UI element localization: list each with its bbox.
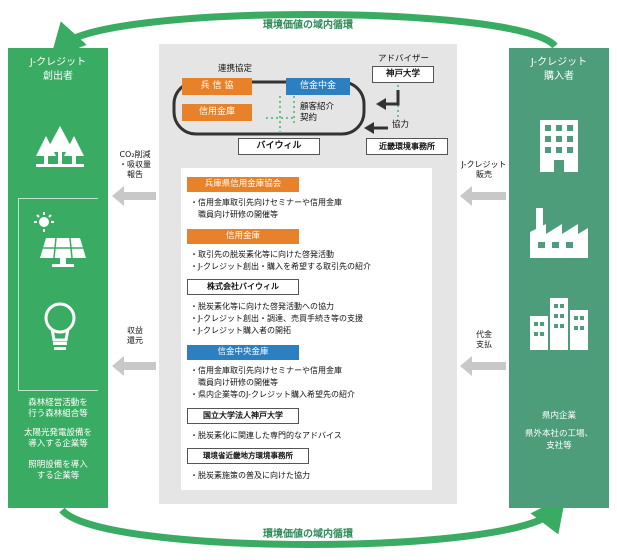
section-item: ・県内企業等のJ-クレジット購入希望先の紹介 (190, 390, 355, 399)
left-divider-top (18, 198, 98, 199)
section-title-shinkin: 信用金庫 (187, 229, 299, 244)
creator-panel: J-クレジット 創出者 (8, 48, 108, 508)
section-item: ・脱炭素施策の普及に向けた協力 (190, 471, 310, 480)
section-item: ・J-クレジット創出・購入を希望する取引先の紹介 (190, 262, 371, 271)
office-building-icon (540, 120, 578, 172)
section-item: ・J-クレジット創出・調達、売買手続き等の支援 (190, 314, 363, 323)
hyogo-association-box: 兵 信 協 (182, 78, 252, 95)
creator-caption-lighting: 照明設備を導入する企業等 (28, 460, 88, 481)
kinki-office-box: 近畿環境事務所 (366, 138, 448, 155)
shinkin-central-box: 信金中金 (286, 78, 350, 95)
revenue-return-label: 収益 還元 (127, 326, 143, 345)
creator-panel-title: J-クレジット 創出者 (29, 57, 87, 82)
section-item: ・信用金庫取引先向けセミナーや信用金庫 (190, 198, 342, 207)
factory-icon (530, 208, 588, 258)
section-title-shinkin-central: 信金中央金庫 (187, 345, 299, 360)
section-item: ・取引先の脱炭素化等に向けた啓発活動 (190, 250, 334, 259)
roles-list (181, 168, 432, 490)
section-item: ・脱炭素化等に向けた啓発活動への協力 (190, 302, 334, 311)
baiwill-box: バイウィル (238, 138, 320, 155)
left-divider-side (18, 198, 19, 390)
section-item: ・信用金庫取引先向けセミナーや信用金庫 (190, 366, 342, 375)
referral-contract-label: 顧客紹介 契約 (300, 102, 335, 123)
section-title-kobe-univ: 国立大学法人神戸大学 (187, 408, 299, 424)
payment-label: 代金 支払 (476, 330, 492, 349)
light-bulb-icon (44, 302, 76, 350)
section-title-baiwill: 株式会社バイウィル (187, 279, 299, 295)
partnership-label: 連携協定 (218, 64, 253, 74)
forest-icon (36, 126, 84, 167)
jcredit-sale-label: J-クレジット 販売 (461, 160, 507, 179)
city-buildings-icon (530, 298, 588, 350)
section-item: ・J-クレジット購入者の開拓 (190, 326, 291, 335)
kobe-university-box: 神戸大学 (372, 66, 434, 83)
section-item: 職員向け研修の開催等 (190, 210, 278, 219)
advisor-label: アドバイザー (378, 54, 430, 64)
cycle-label-top: 環境価値の域内循環 (263, 20, 353, 31)
co2-report-label: CO₂削減 ・吸収量 報告 (119, 150, 151, 179)
buyer-panel-title: J-クレジット 購入者 (530, 57, 588, 82)
cycle-label-bottom: 環境価値の域内循環 (263, 529, 353, 540)
shinkin-bank-box: 信用金庫 (182, 104, 252, 121)
section-item: ・脱炭素化に関連した専門的なアドバイス (190, 431, 342, 440)
buyer-caption: 県内企業 県外本社の工場、 支社等 (524, 411, 593, 451)
solar-panel-icon (34, 212, 86, 267)
left-divider-bottom (18, 390, 98, 391)
creator-caption-solar: 太陽光発電設備を導入する企業等 (23, 428, 92, 449)
section-item: 職員向け研修の開催等 (190, 378, 278, 387)
creator-caption-forest: 森林経営活動を行う森林組合等 (28, 398, 88, 419)
section-title-kinki-office: 環境省近畿地方環境事務所 (187, 448, 309, 464)
section-title-hyogo: 兵庫県信用金庫協会 (187, 177, 299, 192)
cooperation-label: 協力 (392, 120, 410, 130)
